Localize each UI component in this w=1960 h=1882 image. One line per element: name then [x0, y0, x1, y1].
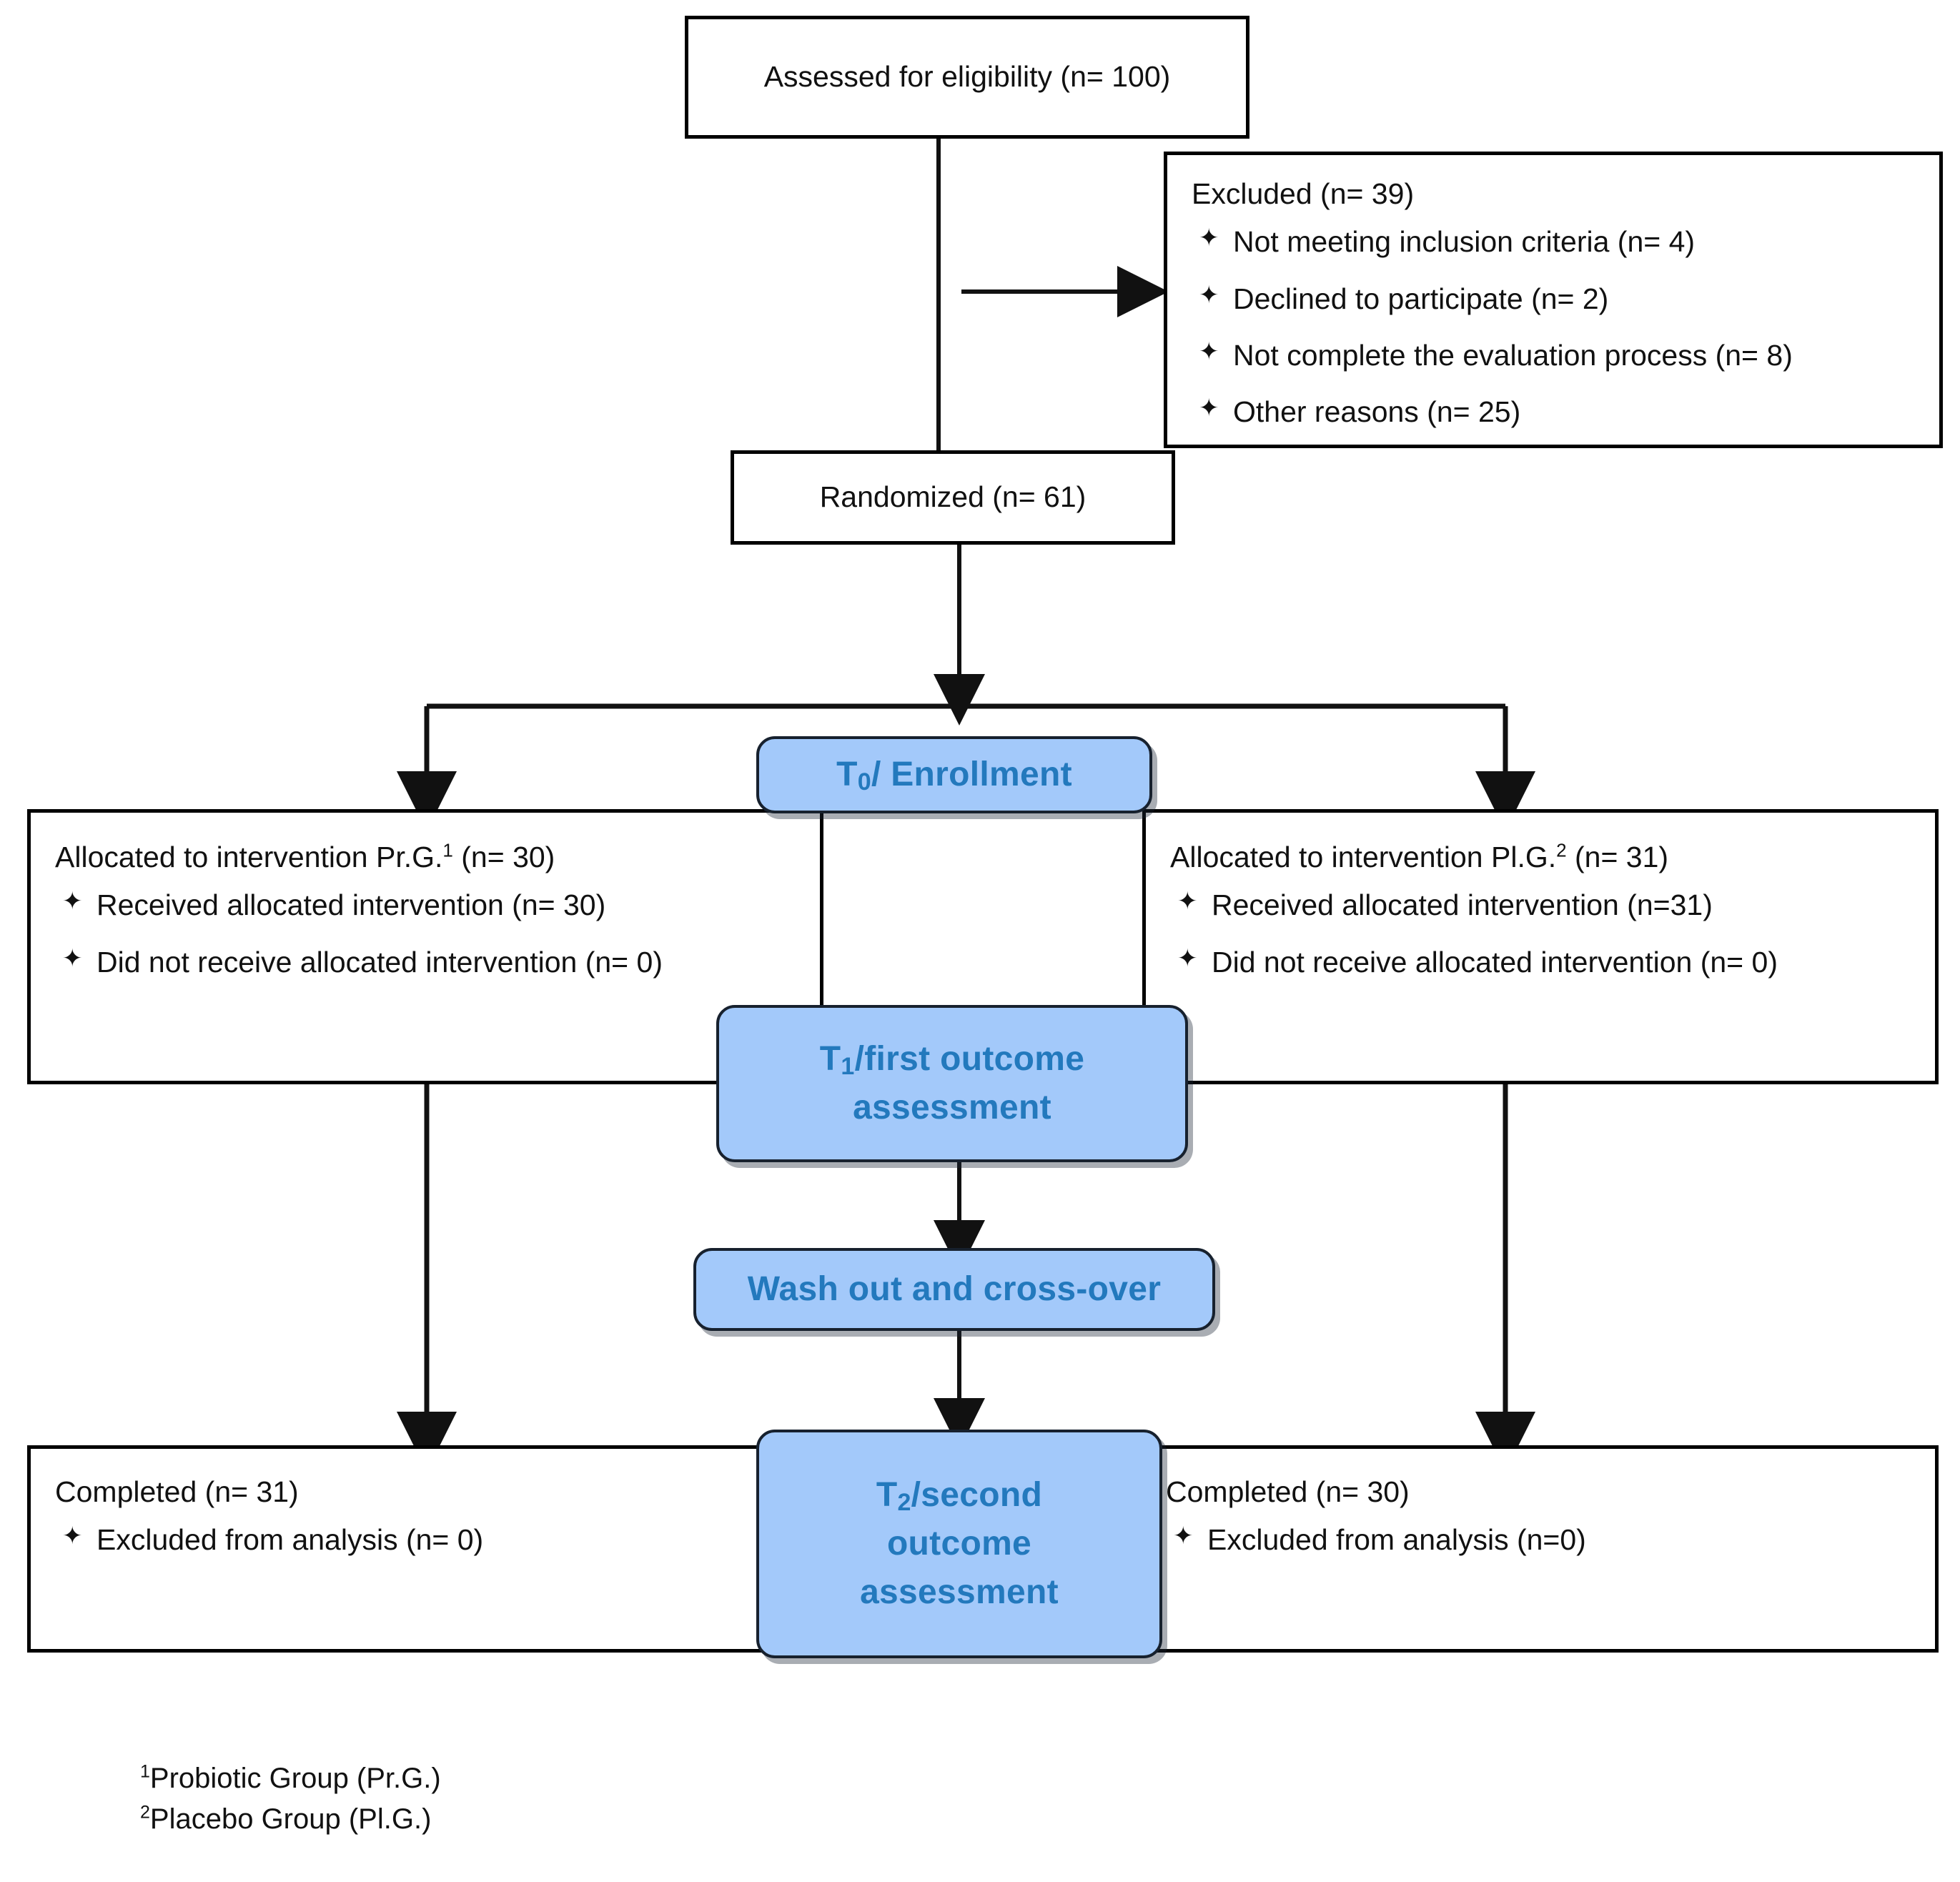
bullet-icon: ✦: [1173, 1522, 1194, 1550]
list-item: ✦ Not meeting inclusion criteria (n= 4): [1192, 223, 1915, 261]
completed-right-heading: Completed (n= 30): [1166, 1475, 1410, 1508]
eligibility-box: Assessed for eligibility (n= 100): [685, 16, 1249, 139]
list-item: ✦ Excluded from analysis (n= 0): [55, 1521, 796, 1559]
bullet-icon: ✦: [62, 1522, 83, 1550]
footnote-block: 1Probiotic Group (Pr.G.) 2Placebo Group …: [140, 1758, 441, 1840]
bullet-icon: ✦: [1199, 281, 1219, 309]
stage-t2-box: T2/second outcome assessment: [756, 1430, 1162, 1658]
list-item-label: Not meeting inclusion criteria (n= 4): [1233, 225, 1696, 259]
stage-t2-label: T2/second outcome assessment: [860, 1475, 1059, 1612]
bullet-icon: ✦: [1199, 395, 1219, 422]
footnote-marker-1: 1: [442, 839, 453, 861]
footnote-2: 2Placebo Group (Pl.G.): [140, 1799, 441, 1840]
randomized-box: Randomized (n= 61): [731, 450, 1175, 545]
list-item-label: Excluded from analysis (n= 0): [96, 1523, 484, 1557]
randomized-label: Randomized (n= 61): [819, 480, 1087, 514]
stage-enrollment-box: T0/ Enrollment: [756, 736, 1152, 813]
stage-washout-box: Wash out and cross-over: [693, 1248, 1215, 1331]
bullet-icon: ✦: [62, 944, 83, 972]
list-item: ✦ Declined to participate (n= 2): [1192, 280, 1915, 318]
footnote-text: Placebo Group (Pl.G.): [149, 1803, 432, 1835]
bullet-icon: ✦: [62, 888, 83, 916]
list-item-label: Not complete the evaluation process (n= …: [1233, 338, 1793, 372]
footnote-marker: 2: [140, 1802, 150, 1823]
list-item: ✦ Excluded from analysis (n=0): [1166, 1521, 1911, 1559]
list-item: ✦ Did not receive allocated intervention …: [55, 944, 796, 981]
bullet-icon: ✦: [1199, 337, 1219, 365]
allocation-left-list: ✦ Received allocated intervention (n= 30)…: [55, 886, 796, 981]
list-item: ✦ Not complete the evaluation process (n=…: [1192, 337, 1915, 375]
stage-washout-label: Wash out and cross-over: [747, 1269, 1162, 1308]
bullet-icon: ✦: [1199, 224, 1219, 252]
stage-enrollment-label: T0/ Enrollment: [836, 755, 1072, 796]
completed-left-heading: Completed (n= 31): [55, 1475, 299, 1508]
list-item-label: Did not receive allocated intervention (…: [1212, 945, 1778, 979]
eligibility-label: Assessed for eligibility (n= 100): [763, 60, 1171, 94]
list-item-label: Received allocated intervention (n= 30): [96, 888, 606, 922]
footnote-1: 1Probiotic Group (Pr.G.): [140, 1758, 441, 1799]
stage-t1-label: T1/first outcome assessment: [819, 1039, 1085, 1126]
stage-t1-box: T1/first outcome assessment: [716, 1005, 1188, 1162]
allocation-left-box: Allocated to intervention Pr.G.1 (n= 30)…: [27, 809, 823, 1084]
completed-left-box: Completed (n= 31) ✦ Excluded from analysi…: [27, 1445, 823, 1653]
footnote-marker-2: 2: [1556, 839, 1567, 861]
list-item: ✦ Received allocated intervention (n= 30): [55, 886, 796, 924]
bullet-icon: ✦: [1177, 944, 1198, 972]
bullet-icon: ✦: [1177, 888, 1198, 916]
completed-left-list: ✦ Excluded from analysis (n= 0): [55, 1521, 796, 1559]
list-item: ✦ Other reasons (n= 25): [1192, 393, 1915, 431]
list-item-label: Excluded from analysis (n=0): [1207, 1523, 1586, 1557]
list-item-label: Other reasons (n= 25): [1233, 395, 1521, 429]
list-item: ✦ Did not receive allocated intervention …: [1170, 944, 1911, 981]
list-item-label: Received allocated intervention (n=31): [1212, 888, 1713, 922]
allocation-left-heading: Allocated to intervention Pr.G.1 (n= 30): [55, 839, 555, 873]
footnote-text: Probiotic Group (Pr.G.): [149, 1763, 441, 1794]
excluded-box: Excluded (n= 39) ✦ Not meeting inclusion …: [1164, 152, 1943, 448]
list-item: ✦ Received allocated intervention (n=31): [1170, 886, 1911, 924]
list-item-label: Did not receive allocated intervention (…: [96, 945, 663, 979]
excluded-reason-list: ✦ Not meeting inclusion criteria (n= 4) ✦…: [1192, 223, 1915, 431]
allocation-right-list: ✦Received allocated intervention (n=31) …: [1170, 886, 1911, 981]
completed-right-list: ✦ Excluded from analysis (n=0): [1166, 1521, 1911, 1559]
allocation-right-box: Allocated to intervention Pl.G.2 (n= 31)…: [1142, 809, 1939, 1084]
excluded-heading: Excluded (n= 39): [1192, 177, 1415, 210]
list-item-label: Declined to participate (n= 2): [1233, 282, 1609, 315]
completed-right-box: Completed (n= 30) ✦ Excluded from analysi…: [1142, 1445, 1939, 1653]
allocation-right-heading: Allocated to intervention Pl.G.2 (n= 31): [1170, 839, 1669, 873]
footnote-marker: 1: [140, 1761, 150, 1782]
